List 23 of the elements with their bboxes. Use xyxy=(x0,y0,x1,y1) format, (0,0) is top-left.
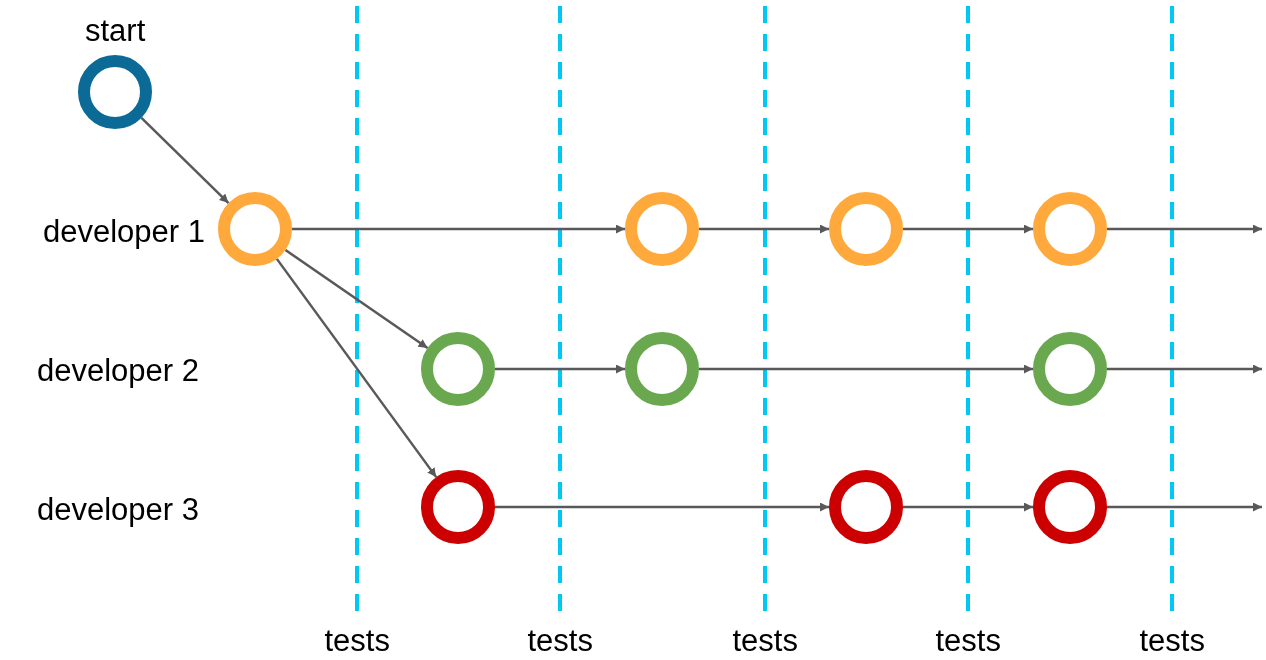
arrow xyxy=(292,224,625,234)
arrow xyxy=(284,249,429,349)
column-label: tests xyxy=(1139,625,1205,656)
row-label: developer 2 xyxy=(37,355,199,386)
arrow xyxy=(699,364,1033,374)
arrow xyxy=(903,502,1033,512)
node-caption: start xyxy=(85,15,146,46)
arrow xyxy=(495,364,625,374)
arrow xyxy=(495,502,829,512)
arrow xyxy=(1107,364,1262,374)
arrow xyxy=(699,224,829,234)
column-label: tests xyxy=(527,625,593,656)
column-label: tests xyxy=(324,625,390,656)
arrow xyxy=(275,258,438,478)
column-label: tests xyxy=(935,625,1001,656)
row-label: developer 3 xyxy=(37,494,199,525)
arrow xyxy=(1107,502,1262,512)
commit-circle xyxy=(218,192,292,266)
row-label: developer 1 xyxy=(43,216,205,247)
arrow xyxy=(1107,224,1262,234)
arrow xyxy=(903,224,1033,234)
arrow xyxy=(140,117,230,204)
column-label: tests xyxy=(732,625,798,656)
